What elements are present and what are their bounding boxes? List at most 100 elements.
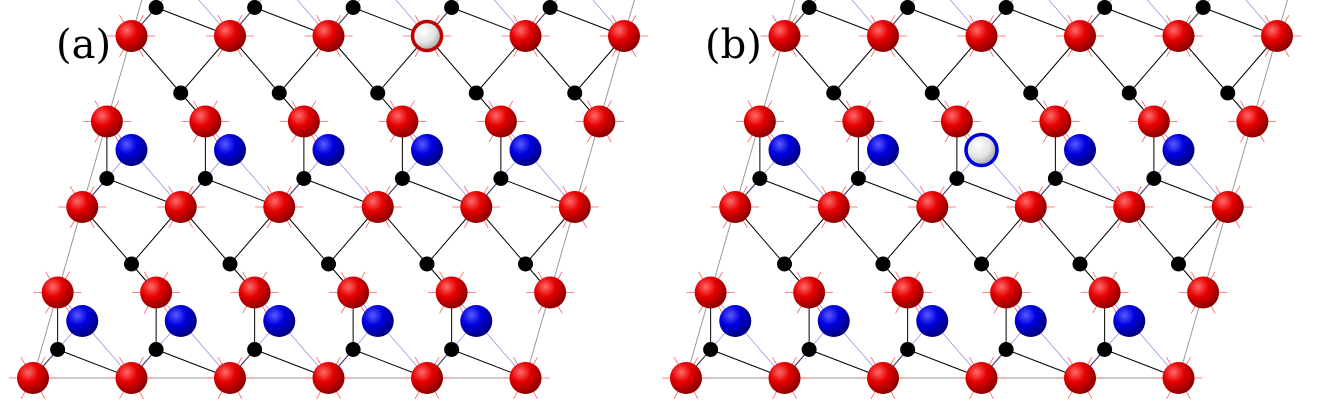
black-atom <box>1023 85 1039 101</box>
red-atom <box>1064 362 1096 394</box>
red-atom <box>1187 276 1220 309</box>
black-atom <box>752 171 768 186</box>
red-atom <box>435 276 468 309</box>
black-atom <box>247 342 263 357</box>
red-atom <box>916 191 949 223</box>
red-atom <box>768 362 801 394</box>
red-atom <box>817 191 850 223</box>
black-atom <box>924 85 940 101</box>
black-atom <box>50 342 66 357</box>
red-atom <box>1014 191 1047 223</box>
blue-atom <box>214 134 246 166</box>
blue-atom <box>1113 305 1146 337</box>
red-atom <box>411 362 443 394</box>
blue-atom <box>867 134 899 166</box>
red-atom <box>558 191 591 223</box>
red-atom <box>509 20 542 52</box>
black-atom <box>321 256 336 272</box>
black-atom <box>1072 256 1088 272</box>
blue-atom <box>768 134 801 166</box>
black-atom <box>703 342 719 357</box>
black-atom <box>345 0 361 15</box>
red-atom <box>263 191 296 223</box>
vacancy-atom <box>964 132 999 168</box>
red-atom <box>1039 105 1072 138</box>
panel-a <box>9 0 648 399</box>
atoms <box>17 0 640 394</box>
blue-atom <box>411 134 443 166</box>
red-atom <box>386 105 419 138</box>
panel-a-label: (a) <box>56 22 111 68</box>
red-atom <box>115 20 148 52</box>
blue-atom <box>115 134 148 166</box>
black-atom <box>1097 342 1113 357</box>
black-atom <box>1171 256 1186 272</box>
black-atom <box>493 171 509 186</box>
red-atom <box>189 105 222 138</box>
black-atom <box>271 85 287 101</box>
red-atom <box>891 276 924 309</box>
black-atom <box>394 171 410 186</box>
black-atom <box>567 85 583 101</box>
black-atom <box>468 85 484 101</box>
black-atom <box>1195 0 1211 15</box>
blue-atom <box>1162 134 1195 166</box>
unit-cell-outline <box>32 0 635 379</box>
red-atom <box>337 276 370 309</box>
black-atom <box>444 0 460 15</box>
black-atom <box>998 342 1014 357</box>
black-atom <box>1047 171 1063 186</box>
black-atom <box>850 171 866 186</box>
red-atom <box>1236 105 1269 138</box>
red-atom <box>214 20 246 52</box>
blue-atom <box>1064 134 1096 166</box>
red-atom <box>990 276 1023 309</box>
red-atom <box>1211 191 1244 223</box>
red-atom <box>1088 276 1121 309</box>
red-atom <box>17 362 49 394</box>
red-atom <box>312 20 345 52</box>
red-atom <box>940 105 973 138</box>
black-atom <box>99 171 115 186</box>
black-atom <box>801 342 817 357</box>
red-atom <box>66 191 99 223</box>
black-atom <box>949 171 965 186</box>
black-atom <box>1146 171 1162 186</box>
red-atom <box>238 276 271 309</box>
red-atom <box>460 191 493 223</box>
red-atom <box>694 276 727 309</box>
red-atom <box>1162 362 1195 394</box>
red-atom <box>583 105 616 138</box>
black-atom <box>801 0 817 15</box>
red-atom <box>509 362 542 394</box>
red-atom <box>670 362 702 394</box>
red-atom <box>41 276 74 309</box>
unit-cell-outline <box>685 0 1288 379</box>
panel-b <box>662 0 1301 399</box>
red-atom <box>793 276 826 309</box>
red-atom <box>140 276 173 309</box>
red-atom <box>1162 20 1195 52</box>
atoms <box>670 0 1293 394</box>
black-atom <box>197 171 213 186</box>
red-atom <box>214 362 246 394</box>
panel-b-label: (b) <box>705 22 762 68</box>
black-atom <box>826 85 842 101</box>
black-atom <box>777 256 792 272</box>
blue-atom <box>817 305 850 337</box>
blue-atom <box>263 305 296 337</box>
black-atom <box>998 0 1014 15</box>
black-atom <box>1097 0 1113 15</box>
blue-atom <box>916 305 949 337</box>
red-atom <box>164 191 197 223</box>
black-atom <box>148 0 164 15</box>
blue-atom <box>460 305 493 337</box>
black-atom <box>518 256 533 272</box>
red-atom <box>287 105 320 138</box>
vacancy-atom <box>410 19 444 53</box>
red-atom <box>1113 191 1146 223</box>
black-atom <box>148 342 164 357</box>
red-atom <box>867 20 899 52</box>
black-atom <box>173 85 189 101</box>
